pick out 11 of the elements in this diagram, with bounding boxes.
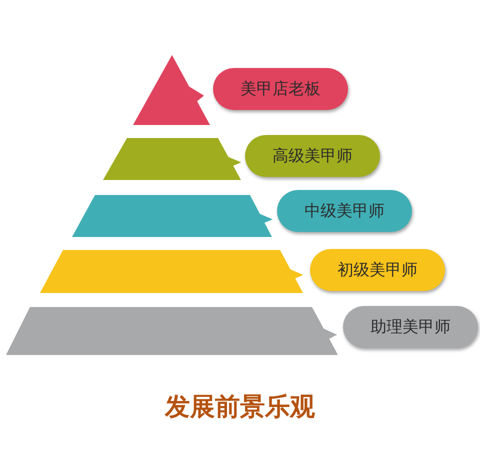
pyramid-layer (6, 307, 338, 355)
level-pill: 中级美甲师 (277, 190, 412, 232)
pyramid-top-triangle (133, 55, 210, 125)
pyramid-layer (40, 250, 304, 293)
pyramid-layer (72, 195, 273, 237)
caption: 发展前景乐观 (164, 391, 316, 423)
level-pill: 高级美甲师 (245, 135, 380, 177)
level-pill: 美甲店老板 (213, 68, 348, 110)
pyramid-layer (103, 138, 242, 180)
level-pill: 助理美甲师 (343, 306, 478, 348)
level-pill: 初级美甲师 (310, 249, 445, 291)
